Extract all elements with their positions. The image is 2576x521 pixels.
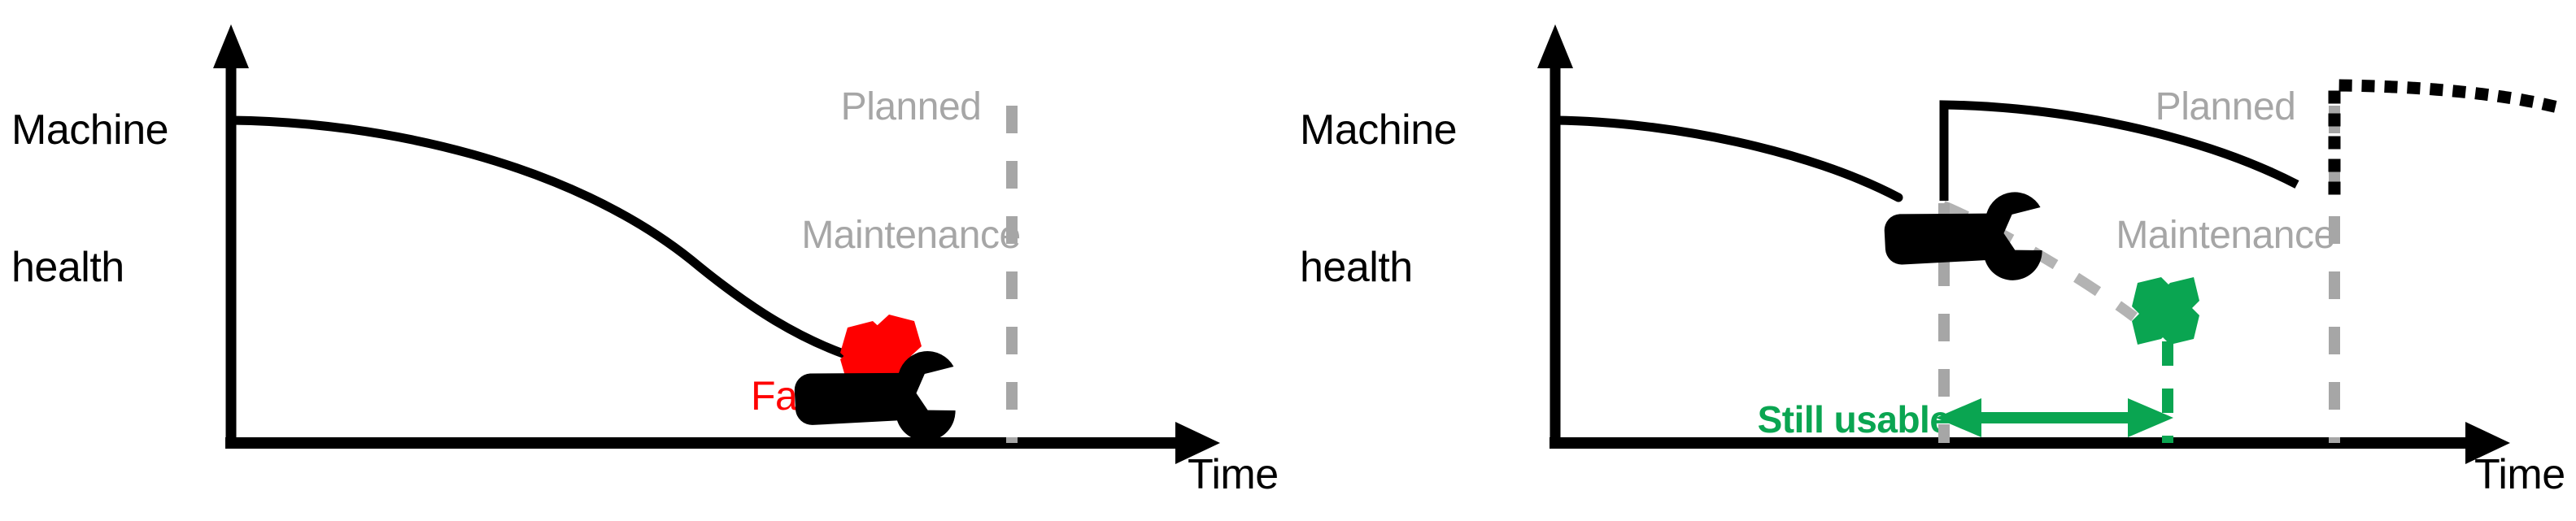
planned-maintenance-line1: Planned [840,85,982,128]
wrench-icon-left [794,351,956,441]
predicted-failure-x-icon [2132,277,2199,345]
y-axis-right [1537,24,1573,445]
y-axis-left [213,24,249,445]
x-axis-label-right: Time [2474,451,2565,498]
planned-maintenance-label-left: Planned Maintenance [789,0,1033,343]
wrench-icon-right [1884,192,2042,280]
y-axis-label-left: Machine health [11,16,169,381]
second-restored-curve-dotted [2328,79,2572,195]
planned-maintenance-line2: Maintenance [801,213,1021,257]
x-axis-label-left: Time [1188,451,1279,498]
y-axis-label-right: Machine health [1300,16,1458,381]
panel-predictive-maintenance: Machine health Planned Maintenance Still… [1288,0,2576,521]
health-degradation-curve-right [1550,115,1903,202]
still-usable-line1: Still usable [1757,398,1951,441]
panel-reactive-maintenance: Machine health Planned Maintenance Failu… [11,0,1279,498]
y-axis-label-line1: Machine [1300,106,1458,154]
x-axis-left [225,422,1220,464]
y-axis-label-line1: Machine [11,106,169,154]
x-axis-right [1550,422,2510,464]
planned-maintenance-line1: Planned [2155,85,2296,128]
predicted-failure-trajectory [1941,201,2138,322]
y-axis-label-line2: health [11,243,124,291]
still-usable-condition-label: Still usable condition [1732,317,1976,521]
chart-svg-left [213,24,1220,464]
planned-maintenance-label-right: Planned Maintenance [2103,0,2347,343]
planned-maintenance-line2: Maintenance [2116,213,2335,257]
y-axis-label-line2: health [1300,243,1413,291]
still-usable-span-arrow-icon [1936,398,2173,437]
health-degradation-curve-left [226,115,867,365]
chart-svg-right [1537,24,2572,464]
restored-health-curve [1939,100,2299,201]
